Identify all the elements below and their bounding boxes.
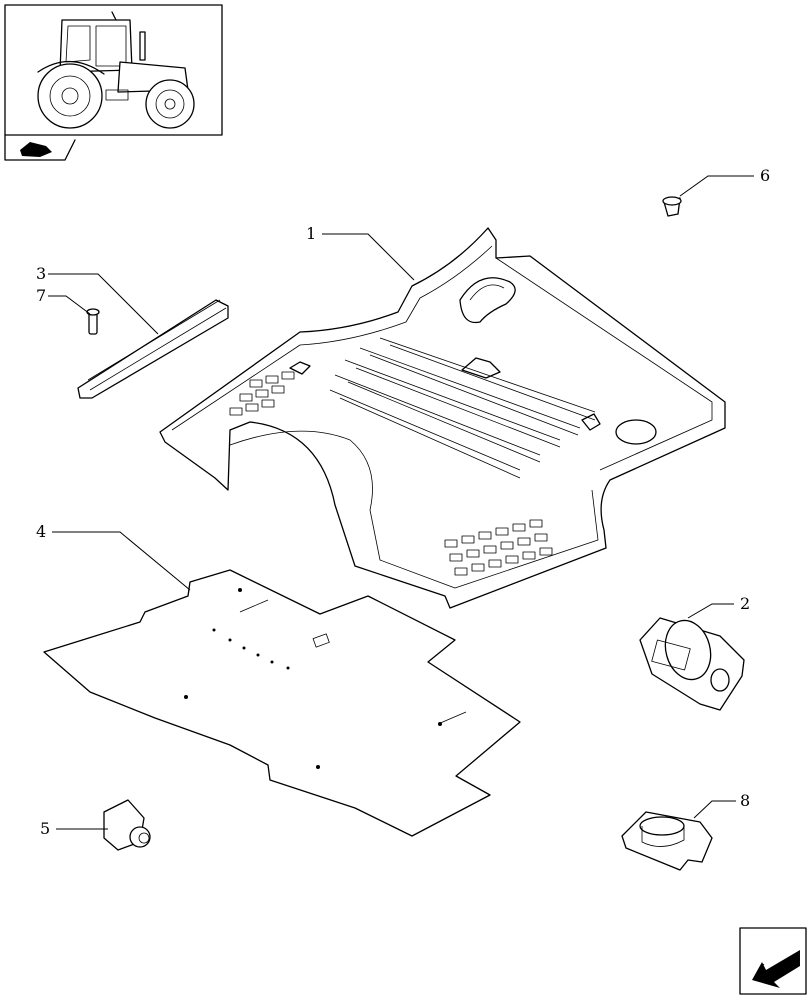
next-page-arrow-icon: [752, 950, 800, 988]
callout-3: 3: [36, 264, 46, 283]
next-page-button[interactable]: [739, 927, 807, 995]
part-1-floor-panel[interactable]: [159, 227, 726, 609]
part-5-grommet[interactable]: [103, 799, 151, 851]
part-2-mount[interactable]: [639, 615, 745, 711]
thumbnail-panel[interactable]: [4, 4, 223, 161]
callout-6: 6: [760, 166, 770, 185]
part-8-clip[interactable]: [621, 811, 713, 871]
callout-2: 2: [740, 594, 750, 613]
callout-8: 8: [740, 791, 750, 810]
tractor-icon: [37, 11, 195, 129]
callout-1: 1: [306, 224, 316, 243]
hand-pointer-icon: [20, 142, 52, 157]
callout-7: 7: [36, 286, 46, 305]
part-6-cap[interactable]: [662, 196, 682, 217]
part-3-bracket[interactable]: [77, 299, 229, 399]
leader-lines: [48, 175, 754, 830]
callout-5: 5: [40, 819, 50, 838]
callout-labels: 1 2 3 4 5 6 7 8: [36, 166, 770, 838]
part-4-floor-mat[interactable]: [43, 569, 521, 837]
callout-4: 4: [36, 522, 46, 541]
